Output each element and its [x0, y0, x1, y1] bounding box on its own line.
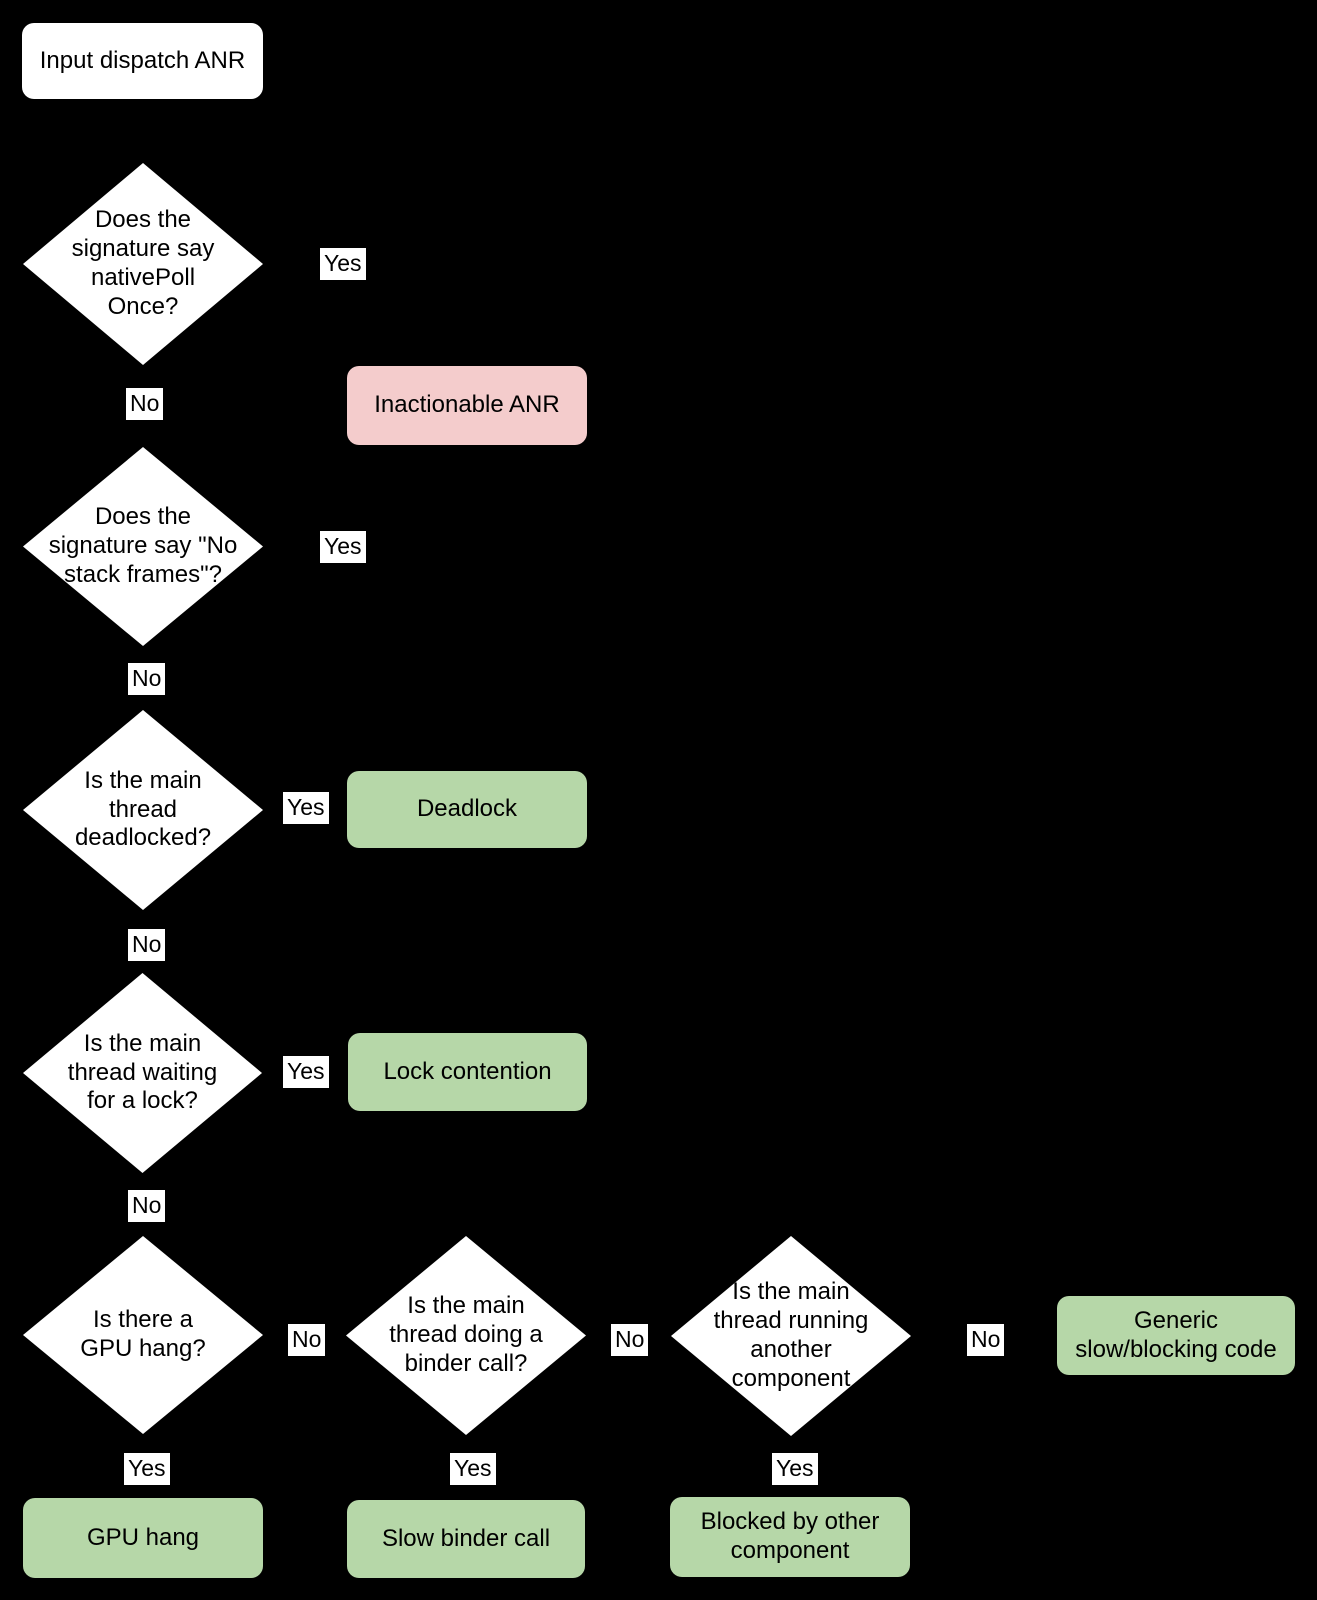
outcome-lock-contention-label: Lock contention	[383, 1057, 552, 1085]
outcome-gpu-hang-label: GPU hang	[86, 1523, 200, 1551]
decision-native-poll: Does the signature say nativePoll Once?	[23, 163, 263, 365]
outcome-inactionable-anr: Inactionable ANR	[347, 366, 587, 445]
decision-other-component: Is the main thread running another compo…	[671, 1236, 911, 1436]
edge-label-native-poll-no: No	[126, 388, 164, 420]
outcome-generic-slow-blocking-code: Generic slow/blocking code	[1057, 1296, 1295, 1375]
edge-label-no-stack-frames-no: No	[128, 663, 166, 695]
edge-label-deadlocked-no: No	[128, 929, 166, 961]
outcome-lock-contention: Lock contention	[348, 1033, 587, 1111]
edge-label-waiting-lock-yes: Yes	[283, 1056, 329, 1088]
outcome-blocked-by-other-component-label: Blocked by other component	[700, 1508, 880, 1564]
decision-binder-call-label: Is the main thread doing a binder call?	[389, 1292, 543, 1377]
outcome-generic-slow-blocking-code-label: Generic slow/blocking code	[1075, 1306, 1277, 1363]
edge-label-binder-call-yes: Yes	[450, 1453, 496, 1485]
outcome-inactionable-anr-label: Inactionable ANR	[374, 391, 560, 419]
decision-native-poll-label: Does the signature say nativePoll Once?	[71, 206, 215, 320]
outcome-deadlock-label: Deadlock	[416, 795, 518, 823]
edge-label-other-component-yes: Yes	[772, 1453, 818, 1485]
decision-other-component-label: Is the main thread running another compo…	[713, 1278, 869, 1392]
decision-deadlocked-label: Is the main thread deadlocked?	[74, 766, 212, 852]
edge-label-gpu-hang-yes: Yes	[124, 1453, 170, 1485]
start-node-input-dispatch-anr: Input dispatch ANR	[22, 23, 263, 99]
outcome-slow-binder-call: Slow binder call	[347, 1500, 585, 1578]
outcome-deadlock: Deadlock	[347, 771, 587, 848]
decision-gpu-hang: Is there a GPU hang?	[23, 1236, 263, 1434]
outcome-slow-binder-call-label: Slow binder call	[381, 1524, 551, 1552]
decision-waiting-lock: Is the main thread waiting for a lock?	[23, 973, 262, 1173]
outcome-blocked-by-other-component: Blocked by other component	[670, 1497, 910, 1577]
decision-no-stack-frames-label: Does the signature say "No stack frames"…	[48, 503, 238, 588]
edge-label-gpu-hang-no: No	[288, 1324, 326, 1356]
start-node-label: Input dispatch ANR	[39, 46, 246, 74]
decision-binder-call: Is the main thread doing a binder call?	[346, 1236, 586, 1435]
decision-no-stack-frames: Does the signature say "No stack frames"…	[23, 447, 263, 646]
edge-label-no-stack-frames-yes: Yes	[320, 531, 366, 563]
edge-label-native-poll-yes: Yes	[320, 248, 366, 280]
outcome-gpu-hang: GPU hang	[23, 1498, 263, 1578]
decision-deadlocked: Is the main thread deadlocked?	[23, 710, 263, 910]
edge-label-binder-call-no: No	[611, 1324, 649, 1356]
decision-gpu-hang-label: Is there a GPU hang?	[80, 1306, 206, 1362]
edge-label-waiting-lock-no: No	[128, 1190, 166, 1222]
decision-waiting-lock-label: Is the main thread waiting for a lock?	[67, 1029, 218, 1115]
edge-label-other-component-no: No	[967, 1324, 1005, 1356]
edge-label-deadlocked-yes: Yes	[283, 792, 329, 824]
